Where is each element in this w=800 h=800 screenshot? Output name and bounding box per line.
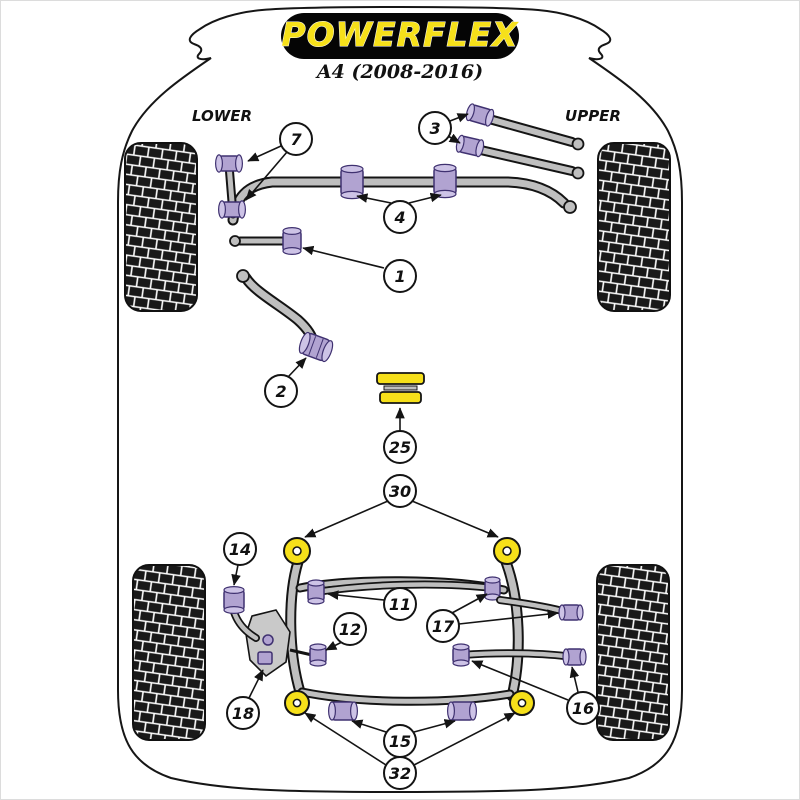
label-upper: UPPER — [565, 107, 621, 125]
tire-rear-left — [132, 564, 206, 741]
mount-32a — [284, 690, 310, 716]
svg-text:30: 30 — [389, 482, 411, 501]
bushing-12 — [309, 643, 327, 667]
callout-12: 12 — [333, 612, 367, 646]
callout-2: 2 — [264, 374, 298, 408]
svg-text:14: 14 — [229, 540, 251, 559]
callout-7: 7 — [279, 122, 313, 156]
front-upper-arm-2 — [455, 134, 585, 180]
callout-3: 3 — [418, 111, 452, 145]
svg-text:4: 4 — [393, 208, 405, 227]
svg-text:1: 1 — [394, 267, 405, 286]
bushing-7a — [215, 154, 244, 173]
callout-11: 11 — [383, 587, 417, 621]
label-lower: LOWER — [192, 107, 252, 125]
rear-toe-arm — [496, 596, 584, 621]
mount-30a — [283, 537, 311, 565]
mount-32b — [509, 690, 535, 716]
bushing-17a — [484, 576, 501, 601]
model-title: A4 (2008-2016) — [315, 61, 483, 83]
svg-text:32: 32 — [389, 764, 411, 783]
rear-upper-arm — [307, 576, 501, 605]
front-tie-rod — [229, 227, 302, 256]
callout-15: 15 — [383, 724, 417, 758]
svg-text:15: 15 — [389, 732, 411, 751]
bushing-17b — [558, 604, 584, 621]
bushing-16a — [452, 643, 470, 667]
bushing-4a — [340, 164, 364, 200]
bushing-1 — [282, 227, 302, 256]
bushing-16b — [562, 648, 587, 666]
bushing-14 — [223, 585, 245, 614]
tire-front-right — [597, 142, 671, 312]
brand-logo: POWERFLEX — [281, 13, 519, 59]
rear-knuckle-left — [223, 585, 327, 678]
bushing-7b — [218, 200, 247, 219]
callout-14: 14 — [223, 532, 257, 566]
brand-logo-text: POWERFLEX — [281, 15, 519, 54]
svg-text:11: 11 — [389, 595, 411, 614]
callout-25: 25 — [383, 430, 417, 464]
mount-25 — [376, 372, 425, 404]
front-lower-arm — [236, 269, 334, 363]
front-upper-arm-1 — [465, 103, 585, 151]
callout-1: 1 — [383, 259, 417, 293]
bushing-11 — [307, 579, 325, 605]
callout-30: 30 — [383, 474, 417, 508]
svg-text:3: 3 — [429, 119, 440, 138]
bushing-4b — [433, 163, 457, 199]
callout-32: 32 — [383, 756, 417, 790]
svg-text:17: 17 — [432, 617, 455, 636]
callout-17: 17 — [426, 609, 460, 643]
svg-text:25: 25 — [389, 438, 411, 457]
callout-arrows — [231, 113, 580, 766]
rear-lower-arm-right — [452, 643, 587, 667]
svg-text:7: 7 — [290, 130, 302, 149]
bushing-18b — [257, 651, 273, 665]
front-drop-link — [215, 154, 247, 219]
svg-text:18: 18 — [232, 704, 254, 723]
bushing-3b — [455, 134, 485, 158]
tire-rear-right — [596, 564, 670, 741]
svg-text:12: 12 — [339, 620, 361, 639]
svg-text:16: 16 — [572, 699, 594, 718]
bushing-15b — [447, 701, 478, 721]
tire-front-left — [124, 142, 198, 312]
bushing-2 — [298, 331, 334, 363]
mount-30b — [493, 537, 521, 565]
callout-4: 4 — [383, 200, 417, 234]
callout-18: 18 — [226, 696, 260, 730]
callout-16: 16 — [566, 691, 600, 725]
svg-text:2: 2 — [275, 382, 286, 401]
bushing-15a — [328, 701, 359, 721]
bushing-18a — [262, 634, 274, 646]
